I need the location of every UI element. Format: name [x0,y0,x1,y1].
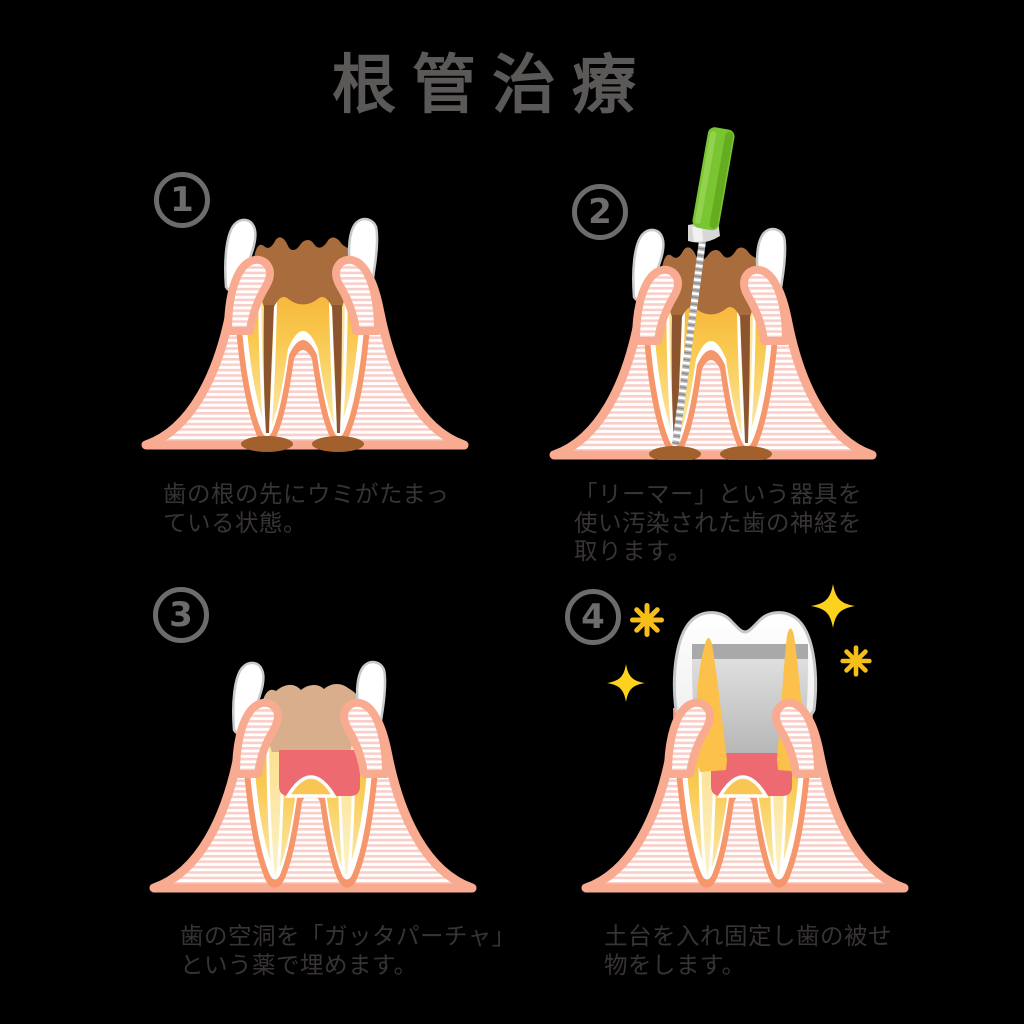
sparkle-diamond-icon [607,664,645,702]
caption-line: ている状態。 [163,508,307,537]
sparkle-asterisk-icon [630,603,664,637]
gutta-percha-fill [277,748,362,798]
step-1-caption: 歯の根の先にウミがたまっ ている状態。 [163,480,449,537]
step-1-number-badge: 1 [154,172,210,228]
caption-line: という薬で埋めます。 [180,950,418,979]
step-2-caption: 「リーマー」という器具を 使い汚染された歯の神経を 取ります。 [574,480,862,566]
step-4-caption: 土台を入れ固定し歯の被せ 物をします。 [604,922,892,979]
tooth-illustration-step-2 [548,127,878,460]
sparkle-asterisk-icon [840,645,872,677]
tan-filling [261,684,362,752]
caption-line: 「リーマー」という器具を [574,480,862,508]
caption-line: 歯の空洞を「ガッタパーチャ」 [180,922,516,950]
reamer-icon [672,127,735,446]
tooth-illustration-step-4 [580,583,910,903]
step-4-number-badge: 4 [565,589,621,645]
sparkle-diamond-icon [810,583,856,629]
step-3-number-badge: 3 [153,587,209,643]
caption-line: 使い汚染された歯の神経を [574,508,862,537]
caption-line: 歯の根の先にウミがたまっ [163,480,450,508]
caption-line: 取ります。 [574,537,692,565]
caption-line: 土台を入れ固定し歯の被せ [604,922,892,950]
caption-line: 物をします。 [604,950,746,979]
tooth-illustration-step-3 [148,660,478,903]
step-3-caption: 歯の空洞を「ガッタパーチャ」 という薬で埋めます。 [180,922,516,979]
step-2-number-badge: 2 [572,184,628,240]
page-title: 根管治療 [332,49,652,123]
tooth-illustration-step-1 [140,217,470,452]
